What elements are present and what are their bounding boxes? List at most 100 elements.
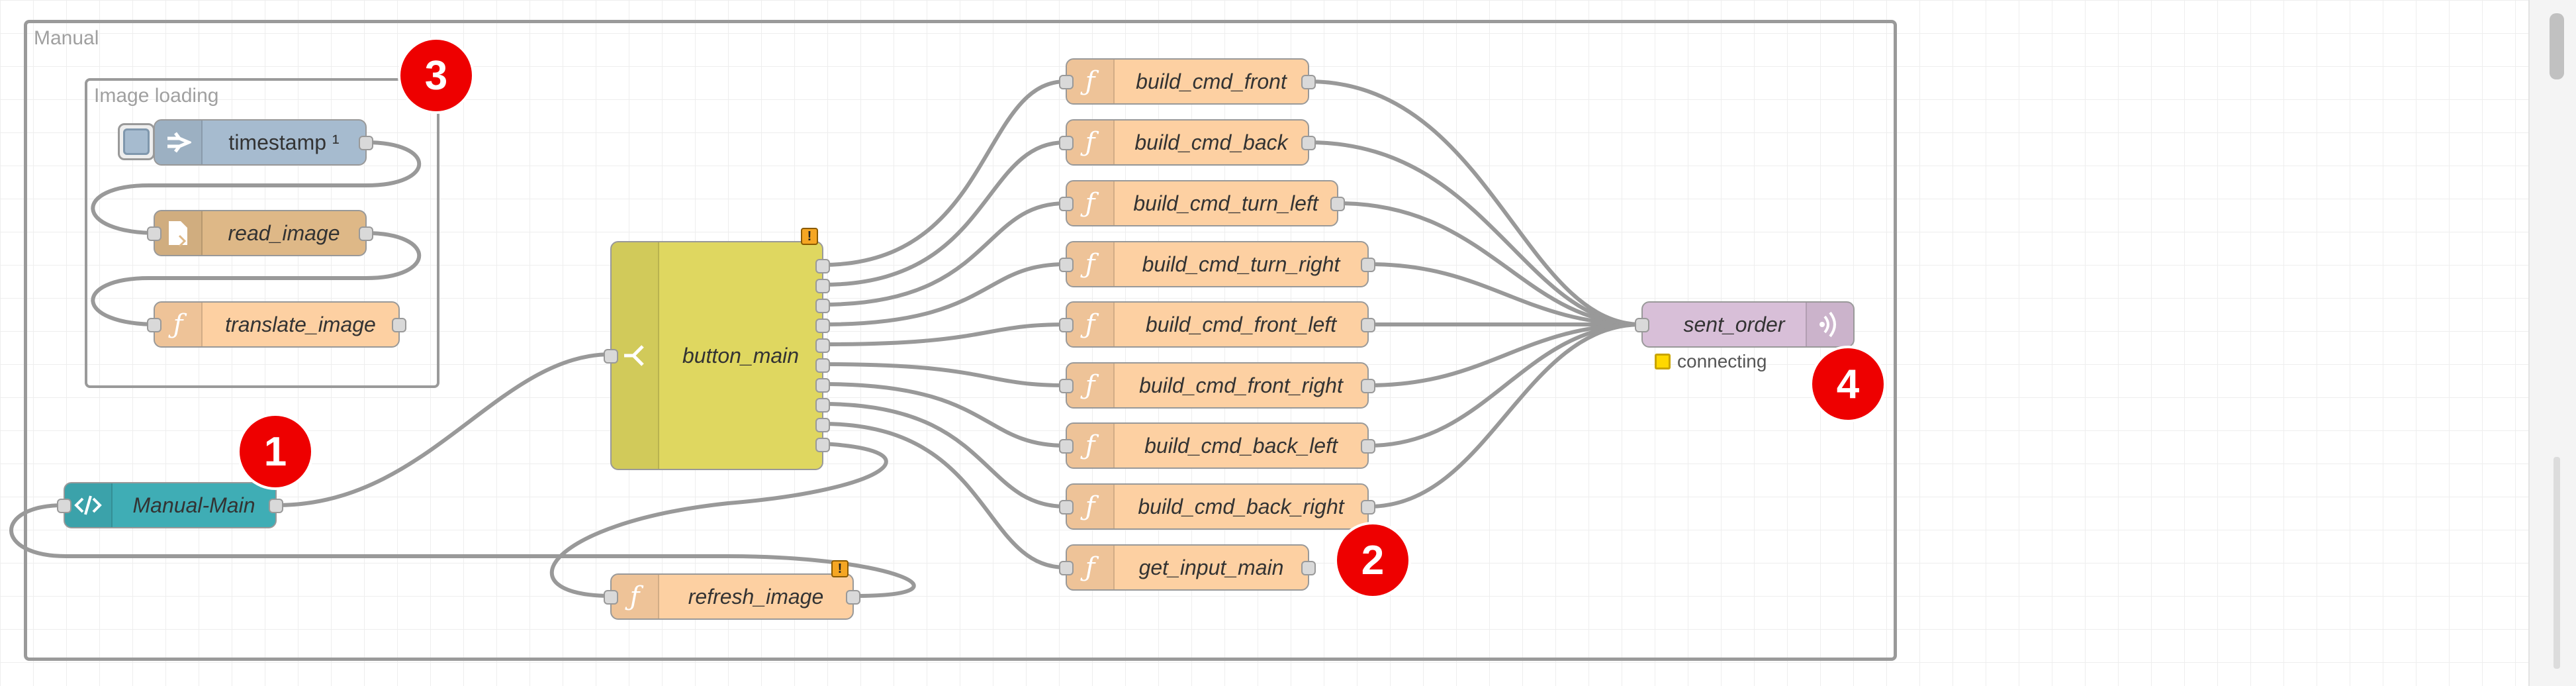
input-port[interactable] — [1635, 318, 1649, 332]
function-icon: ƒ — [1067, 303, 1115, 346]
output-port[interactable] — [1301, 75, 1316, 89]
input-port[interactable] — [1059, 379, 1074, 393]
scrollbar-marker — [2553, 457, 2560, 669]
wire — [276, 352, 612, 507]
node-button-main[interactable]: button_main — [604, 241, 830, 470]
wire — [822, 140, 1066, 287]
node-label: build_cmd_turn_left — [1133, 191, 1318, 215]
output-port[interactable] — [815, 279, 830, 293]
wire — [1308, 79, 1642, 326]
node-build-cmd-front-left[interactable]: ƒ build_cmd_front_left — [1059, 301, 1375, 348]
node-label: build_cmd_turn_right — [1142, 252, 1340, 276]
node-build-cmd-turn-left[interactable]: ƒ build_cmd_turn_left — [1059, 180, 1345, 226]
input-port[interactable] — [1059, 75, 1074, 89]
input-port[interactable] — [1059, 197, 1074, 211]
node-build-cmd-front-right[interactable]: ƒ build_cmd_front_right — [1059, 362, 1375, 409]
vertical-scrollbar[interactable] — [2528, 0, 2576, 686]
function-icon: ƒ — [1067, 546, 1115, 589]
function-icon: ƒ — [612, 575, 659, 618]
input-port[interactable] — [1059, 561, 1074, 575]
arrow-in-icon — [155, 121, 203, 164]
code-icon — [65, 483, 113, 527]
broadcast-icon — [1806, 303, 1853, 346]
node-build-cmd-front[interactable]: ƒ build_cmd_front — [1059, 58, 1316, 105]
output-port[interactable] — [815, 299, 830, 313]
function-icon: ƒ — [1067, 364, 1115, 407]
output-port[interactable] — [1301, 561, 1316, 575]
group-label: Image loading — [94, 85, 219, 107]
node-manual-main[interactable]: Manual-Main — [57, 482, 283, 528]
node-build-cmd-back-left[interactable]: ƒ build_cmd_back_left — [1059, 422, 1375, 469]
wire — [1338, 201, 1642, 326]
input-port[interactable] — [1059, 258, 1074, 272]
wire — [91, 231, 421, 326]
input-port[interactable] — [1059, 439, 1074, 454]
node-label: refresh_image — [688, 584, 824, 609]
node-label: get_input_main — [1138, 555, 1284, 579]
output-port[interactable] — [815, 358, 830, 373]
group-label: Manual — [34, 27, 99, 49]
node-refresh-image[interactable]: ƒ refresh_image — [604, 573, 860, 620]
output-port[interactable] — [359, 226, 373, 241]
input-port[interactable] — [604, 590, 618, 605]
wire — [822, 322, 1066, 346]
output-port[interactable] — [815, 398, 830, 413]
input-port[interactable] — [57, 499, 71, 513]
status-text: connecting — [1677, 351, 1767, 371]
input-port[interactable] — [147, 226, 161, 241]
input-port[interactable] — [604, 349, 618, 364]
output-port[interactable] — [1361, 379, 1375, 393]
node-timestamp[interactable]: timestamp ¹ — [154, 119, 373, 166]
node-label: build_cmd_front_left — [1145, 312, 1337, 336]
node-build-cmd-turn-right[interactable]: ƒ build_cmd_turn_right — [1059, 241, 1375, 287]
output-port[interactable] — [815, 378, 830, 393]
annotation-badge-2: 2 — [1337, 524, 1408, 596]
node-read-image[interactable]: read_image — [147, 210, 373, 256]
function-icon: ƒ — [1067, 242, 1115, 286]
node-sent-order[interactable]: sent_order — [1635, 301, 1855, 348]
output-port[interactable] — [392, 318, 406, 332]
function-icon: ƒ — [155, 303, 203, 346]
wire — [822, 79, 1066, 267]
input-port[interactable] — [147, 318, 161, 332]
node-get-input-main[interactable]: ƒ get_input_main — [1059, 544, 1316, 591]
file-icon — [155, 211, 203, 255]
wire — [822, 402, 1066, 509]
scrollbar-thumb[interactable] — [2550, 13, 2564, 79]
wire — [1368, 262, 1642, 326]
wire — [1368, 322, 1642, 448]
output-port[interactable] — [1361, 500, 1375, 514]
output-port[interactable] — [359, 136, 373, 150]
output-port[interactable] — [815, 418, 830, 432]
status-indicator: connecting — [1655, 351, 1767, 372]
node-translate-image[interactable]: ƒ translate_image — [147, 301, 406, 348]
status-dot — [1655, 354, 1671, 369]
annotation-badge-1: 1 — [240, 416, 311, 487]
annotation-badge-4: 4 — [1812, 348, 1884, 420]
output-port[interactable] — [846, 590, 860, 605]
wire — [549, 442, 888, 598]
node-build-cmd-back-right[interactable]: ƒ build_cmd_back_right — [1059, 483, 1375, 530]
wire — [822, 382, 1066, 448]
output-port[interactable] — [815, 259, 830, 273]
output-port[interactable] — [269, 499, 283, 513]
input-port[interactable] — [1059, 318, 1074, 332]
input-port[interactable] — [1059, 500, 1074, 514]
node-label: build_cmd_back_right — [1138, 494, 1344, 518]
output-port[interactable] — [1361, 318, 1375, 332]
inject-trigger-button[interactable] — [118, 123, 155, 160]
output-port[interactable] — [1330, 197, 1345, 211]
group-manual[interactable]: Manual — [24, 20, 1897, 661]
group-image-loading[interactable]: Image loading — [85, 78, 439, 388]
wire — [822, 422, 1066, 569]
output-port[interactable] — [1301, 136, 1316, 150]
output-port[interactable] — [815, 438, 830, 452]
output-port[interactable] — [1361, 439, 1375, 454]
warning-icon: ! — [831, 560, 849, 577]
output-port[interactable] — [1361, 258, 1375, 272]
input-port[interactable] — [1059, 136, 1074, 150]
output-port[interactable] — [815, 318, 830, 333]
output-port[interactable] — [815, 338, 830, 353]
node-build-cmd-back[interactable]: ƒ build_cmd_back — [1059, 119, 1316, 166]
node-label: read_image — [228, 220, 340, 245]
